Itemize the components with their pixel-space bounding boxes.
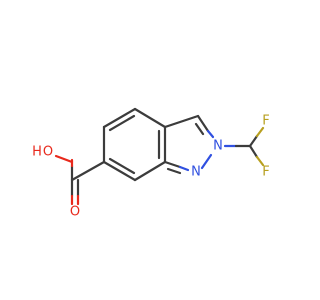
bond-cf-fbottom-a: [248, 144, 259, 159]
bond-c7-c7a: [133, 160, 167, 182]
bond-c3-n2-a: [196, 114, 210, 133]
bond-c3-n2-inner: [194, 122, 205, 136]
molecule-drawing: N N F F O H O: [32, 107, 270, 220]
bond-oh-c-connector: [54, 154, 74, 164]
atom-n2-label: N: [213, 139, 223, 154]
atom-h-hydroxyl-label: H: [32, 145, 42, 160]
bond-c4-c5-inner: [108, 114, 136, 132]
bond-c7a-n1-inner: [166, 167, 182, 175]
bond-c7a-n1-b: [178, 165, 190, 172]
bond-cf-ftop-b: [255, 126, 265, 138]
bond-c6-c7: [102, 160, 137, 182]
atom-f-bottom-label: F: [262, 165, 269, 180]
bond-c7a-n1-a: [163, 160, 182, 169]
bond-cf-ftop-a: [248, 134, 259, 148]
bond-c4-c5: [102, 107, 137, 129]
bond-c6-ccooh: [70, 160, 106, 182]
bond-c3a-c3: [163, 114, 200, 129]
structure-canvas: N N F F O H O: [32, 107, 270, 220]
bond-n2-n1: [200, 153, 213, 170]
atom-o-carbonyl-label: O: [70, 205, 80, 220]
bond-c3a-c4: [133, 107, 167, 129]
atom-o-hydroxyl-label: O: [43, 145, 53, 160]
bond-c3-n2-b: [206, 129, 215, 139]
atom-f-top-label: F: [262, 114, 269, 129]
atom-n1-label: N: [191, 165, 201, 180]
bond-cf-fbottom-b: [255, 155, 265, 167]
bond-c6-c7-inner: [108, 157, 136, 175]
